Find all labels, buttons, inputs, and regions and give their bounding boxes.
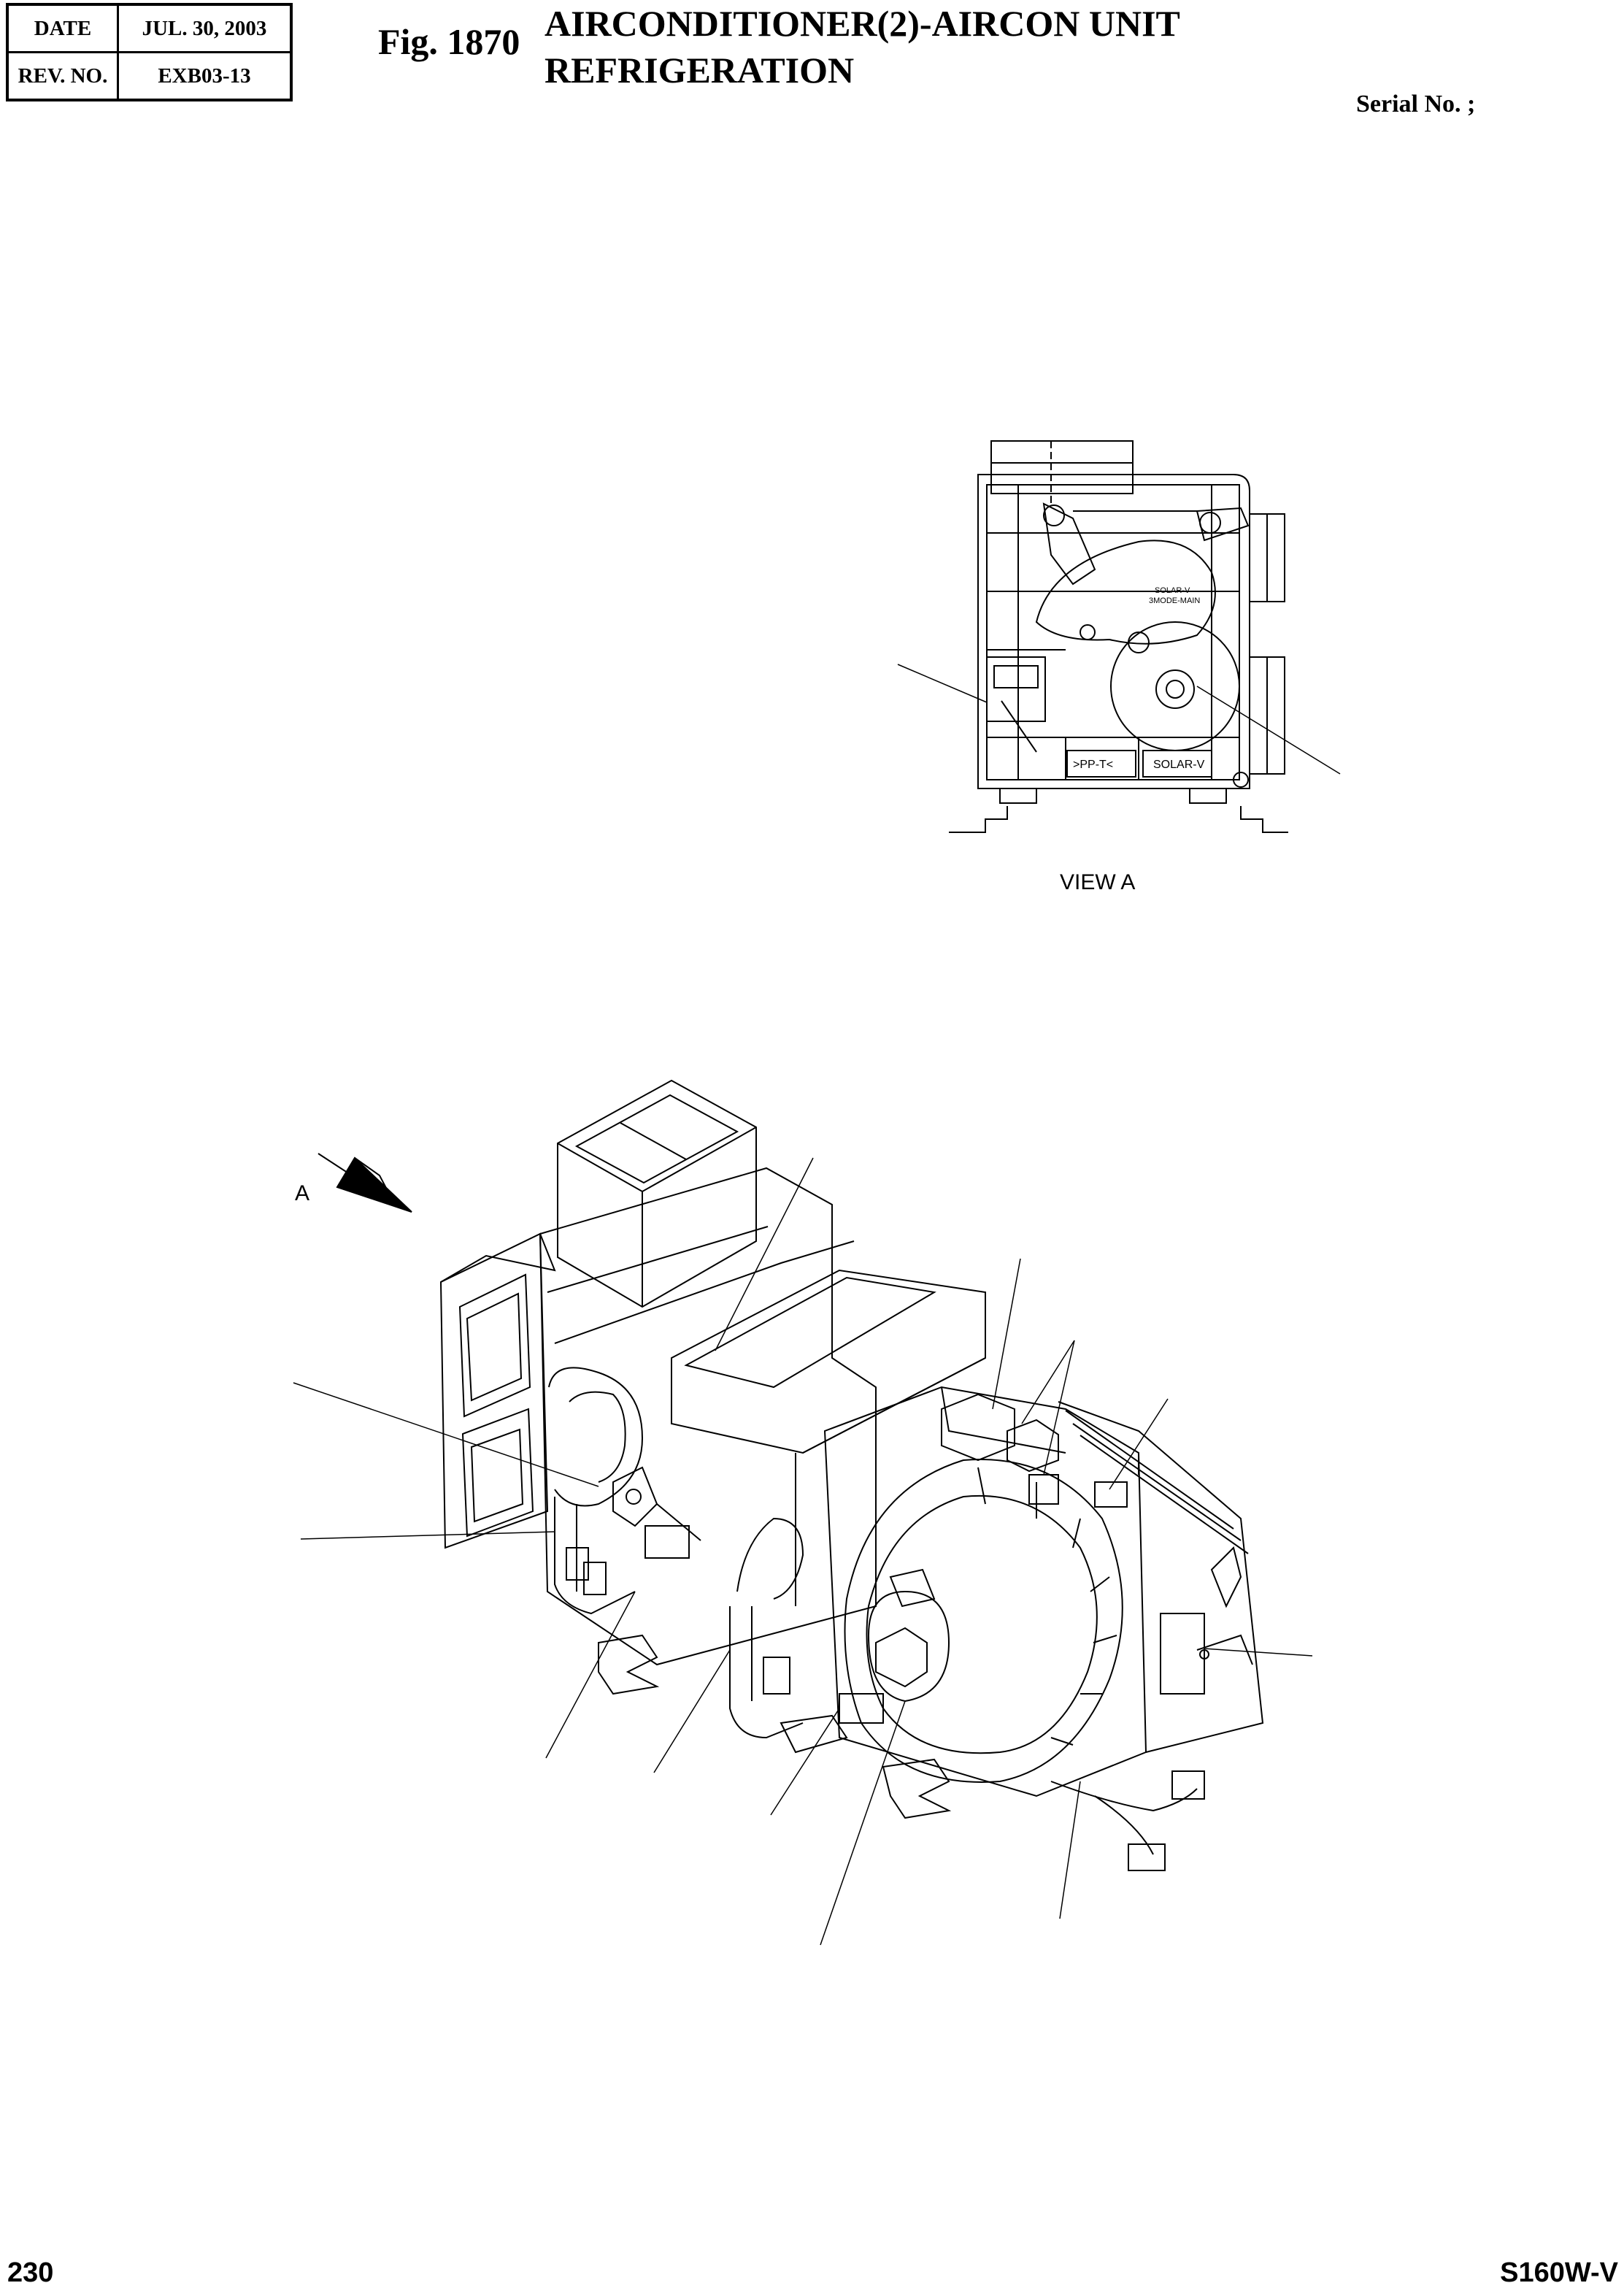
aircon-unit-isometric: A — [293, 1079, 1313, 1946]
figure-title: AIRCONDITIONER(2)-AIRCON UNIT REFRIGERAT… — [544, 0, 1180, 93]
panel-label-right: SOLAR-V — [1153, 759, 1205, 771]
figure-title-line-1: AIRCONDITIONER(2)-AIRCON UNIT — [544, 3, 1180, 44]
damper-label-2: 3MODE-MAIN — [1149, 596, 1200, 605]
model-code: S160W-V — [1500, 2257, 1618, 2288]
date-value: JUL. 30, 2003 — [117, 3, 293, 53]
revision-info-table: DATE JUL. 30, 2003 REV. NO. EXB03-13 — [6, 3, 293, 101]
figure-number: Fig. 1870 — [378, 21, 520, 62]
rev-label: REV. NO. — [6, 51, 119, 101]
page-number: 230 — [7, 2257, 54, 2288]
rev-value: EXB03-13 — [117, 51, 293, 101]
damper-label-1: SOLAR-V — [1155, 586, 1190, 595]
view-a-drawing: SOLAR-V 3MODE-MAIN >PP-T< SOLAR-V VIEW A — [897, 440, 1341, 894]
panel-label-left: >PP-T< — [1073, 759, 1113, 771]
view-a-caption: VIEW A — [1060, 870, 1135, 894]
view-direction-label: A — [295, 1181, 309, 1205]
serial-number: Serial No. ; — [1356, 91, 1476, 118]
date-label: DATE — [6, 3, 119, 53]
figure-title-line-2: REFRIGERATION — [544, 50, 855, 91]
